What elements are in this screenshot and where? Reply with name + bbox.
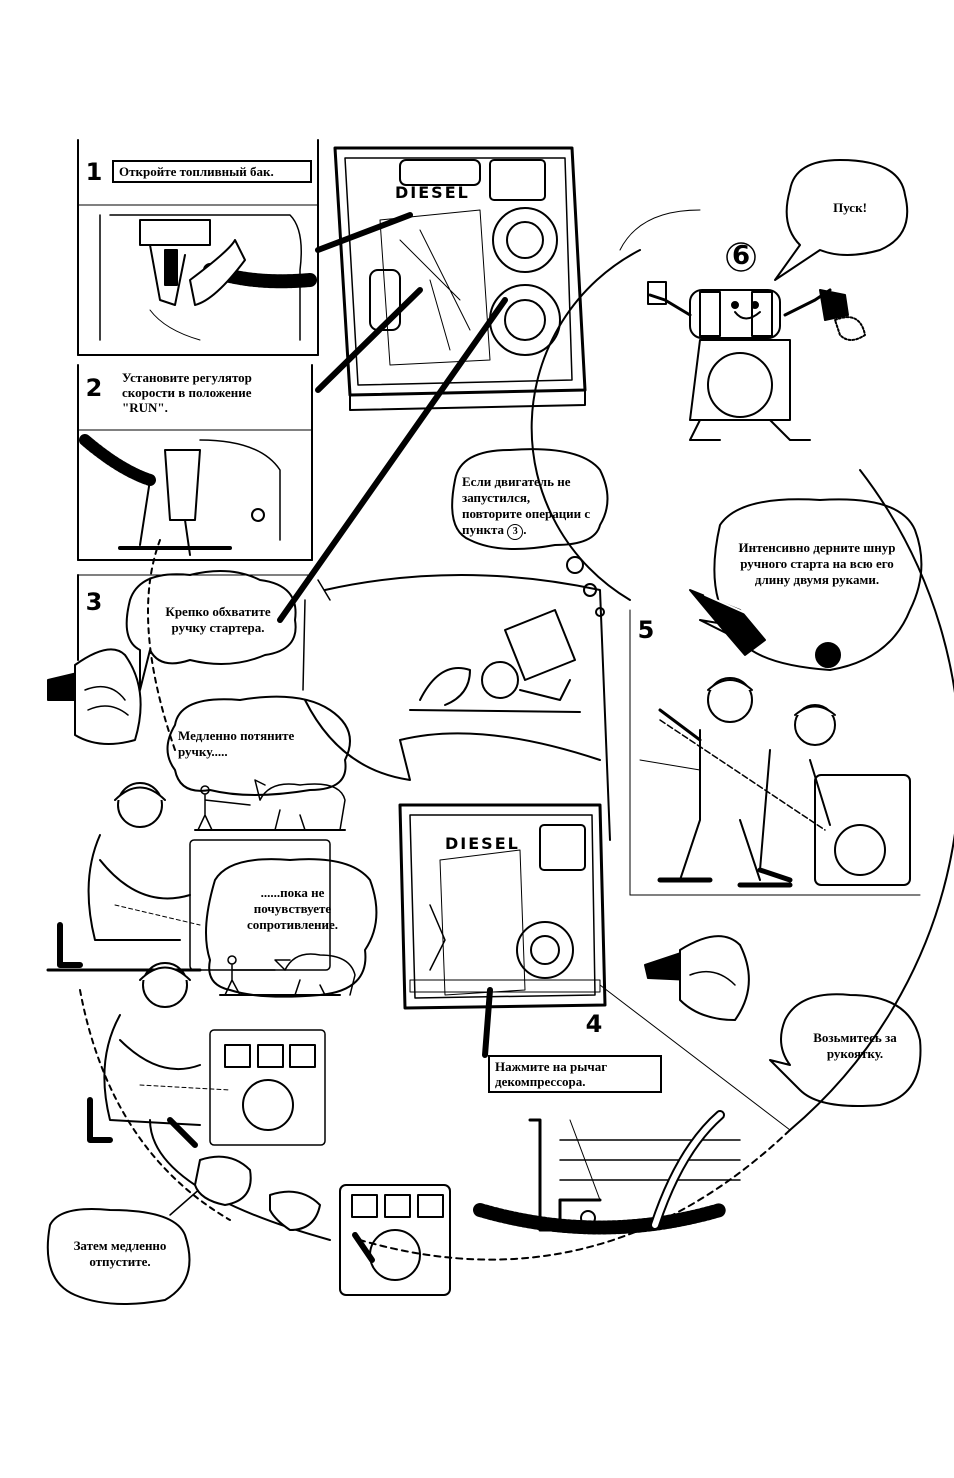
central-thought-bubble [302, 574, 611, 841]
hands-bottom [194, 935, 750, 1296]
bubble-restart-ref: 3 [507, 524, 524, 540]
engine-top-label: DIESEL [395, 183, 470, 202]
bubble-pull-slowly: Медленно потяните ручку..... [178, 728, 295, 759]
step-2-number: 2 [85, 374, 103, 402]
pointer-lines [277, 212, 508, 1058]
step-2-label: Установите регулятор скорости в положени… [122, 370, 252, 415]
panel-2-speed-regulator [77, 364, 313, 561]
step-1-label: Откройте топливный бак. [112, 160, 312, 183]
engine-bottom [398, 803, 607, 1010]
panel-1-fuel-tank [77, 139, 319, 356]
engine-bottom-label: DIESEL [445, 834, 520, 853]
bubble-restart-text: Если двигатель не запустился, повторите … [462, 474, 591, 537]
step-3-number: 3 [85, 588, 103, 616]
step-5-number: 5 [637, 616, 655, 644]
engine-top [333, 146, 587, 411]
step-number-frames [83, 158, 756, 272]
step-4-number: 4 [585, 1010, 603, 1038]
step-6-number: 6 [731, 241, 751, 271]
animal-sketches [194, 779, 356, 996]
step-4-label: Нажмите на рычаг декомпрессора. [488, 1055, 662, 1093]
bubble-restart: Если двигатель не запустился, повторите … [462, 474, 592, 540]
step-3-label: Крепко обхватите ручку стартера. [165, 604, 271, 635]
panel-5-pull-cord [629, 589, 921, 896]
panel-3-grip-starter [47, 574, 313, 745]
step-1-number: 1 [85, 158, 103, 186]
bubble-until-resistance: ......пока не почувствуете сопротивление… [246, 885, 339, 932]
step-5-label: Интенсивно дерните шнур ручного старта н… [738, 540, 896, 587]
bubble-grab-handle: Возьмитесь за рукоятку. [813, 1030, 897, 1061]
bubble-release-slowly: Затем медленно отпустите. [73, 1238, 167, 1269]
step-6-label: Пуск! [833, 200, 867, 215]
panel-4-decompressor [473, 984, 791, 1235]
mascot-start [619, 209, 866, 441]
kneeling-workers [46, 782, 331, 1148]
bubble-shapes [46, 159, 923, 1305]
